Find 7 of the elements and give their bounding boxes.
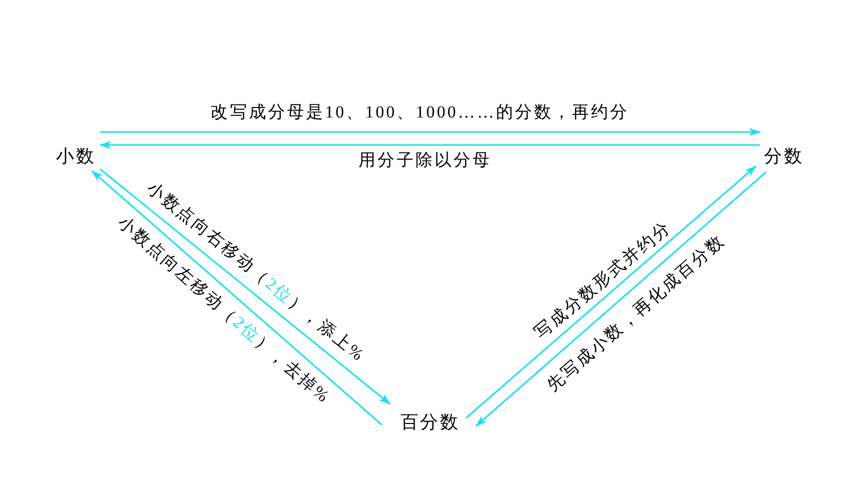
arrow: [99, 141, 760, 149]
term-label: 分数: [760, 143, 808, 169]
edge-label: 改写成分母是10、100、1000……的分数，再约分: [210, 101, 630, 124]
term-label: 小数: [52, 143, 100, 169]
edge-label: 用分子除以分母: [358, 149, 492, 172]
term-label: 百分数: [394, 409, 466, 435]
arrow: [100, 128, 761, 136]
